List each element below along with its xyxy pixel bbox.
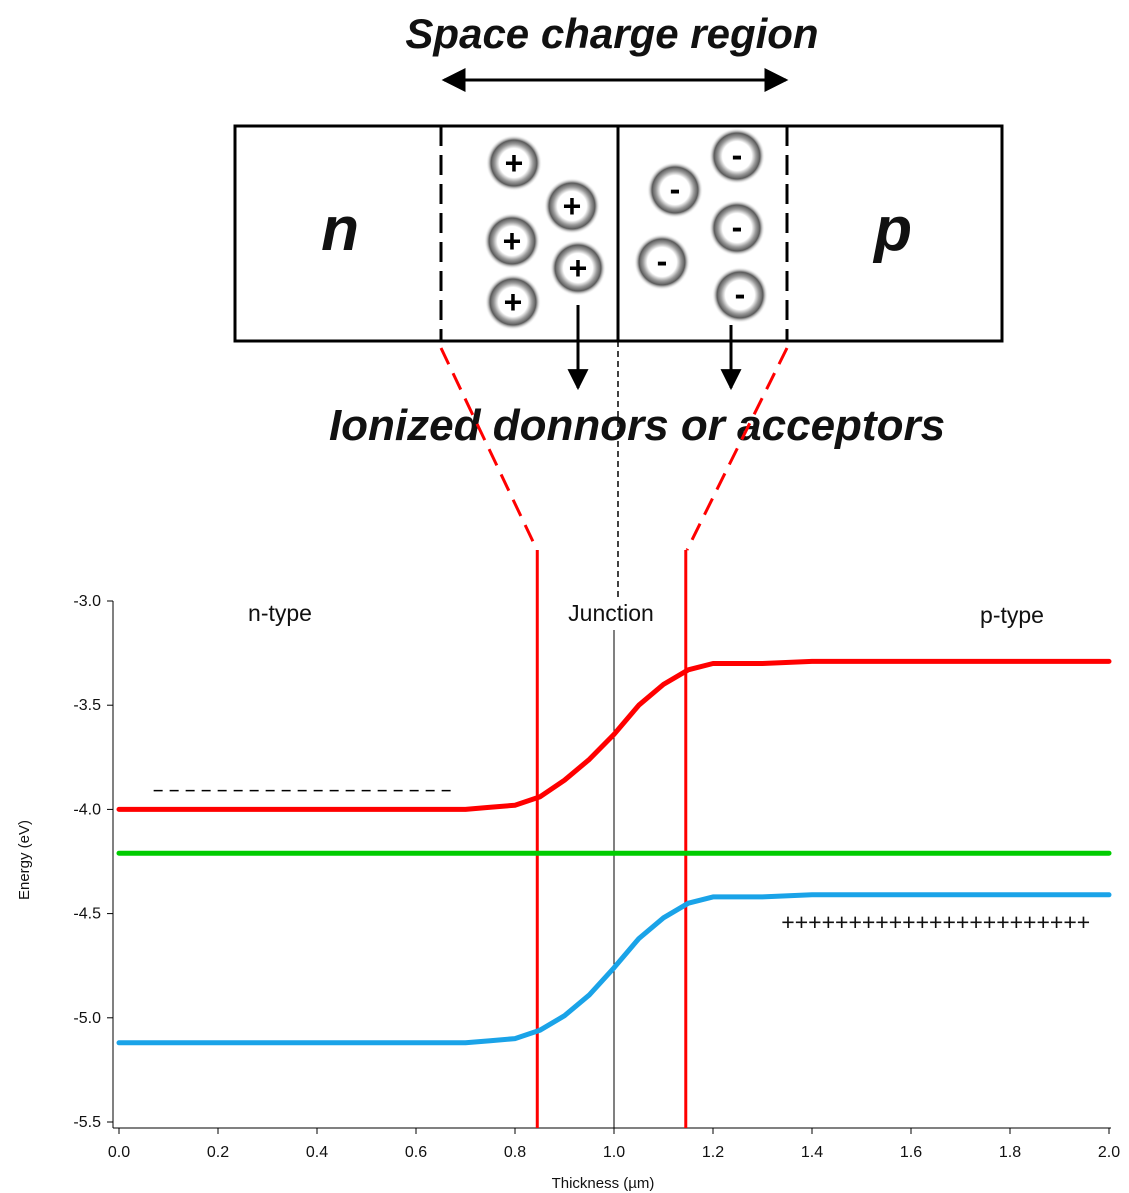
svg-text:+: + [563, 188, 582, 224]
acceptor-ion: - [709, 128, 765, 184]
x-tick-label: 2.0 [1098, 1144, 1120, 1161]
y-tick-label: -4.0 [73, 801, 101, 818]
y-tick-label: -3.5 [73, 697, 101, 714]
projection-right [685, 347, 789, 551]
donor-ion: + [485, 274, 541, 330]
svg-text:-: - [732, 209, 743, 245]
acceptor-ion: - [709, 200, 765, 256]
x-tick-label: 0.8 [504, 1144, 526, 1161]
plot-series [116, 658, 1112, 1046]
svg-text:-: - [735, 276, 746, 312]
positive-charge-row: +++++++++++++++++++++++ [781, 909, 1090, 935]
acceptor-ion: - [647, 162, 703, 218]
x-tick-label: 1.4 [801, 1144, 823, 1161]
y-tick-label: -4.5 [73, 906, 101, 923]
junction-label: Junction [568, 600, 654, 626]
band-diagram-plot: 0.0 0.2 0.4 0.6 0.8 1.0 1.2 1.4 1.6 1.8 2.0 -3.0 -3.… [16, 550, 1120, 1192]
y-tick-label: -3.0 [73, 593, 101, 610]
x-tick-label: 0.0 [108, 1144, 130, 1161]
acceptor-ion: - [634, 234, 690, 290]
x-tick-label: 0.2 [207, 1144, 229, 1161]
x-tick-label: 0.6 [405, 1144, 427, 1161]
svg-text:-: - [670, 171, 681, 207]
ions-caption: Ionized donnors or acceptors [329, 401, 945, 450]
p-region-label: p [872, 195, 912, 264]
n-type-label: n-type [248, 600, 312, 626]
donor-ion: + [484, 213, 540, 269]
svg-text:-: - [732, 137, 743, 173]
svg-text:+: + [505, 145, 524, 181]
p-type-label: p-type [980, 602, 1044, 628]
svg-text:+: + [503, 223, 522, 259]
schematic: Space charge region n p + + + + + [233, 10, 1004, 600]
acceptor-ion: - [712, 267, 768, 323]
donor-ion: + [544, 178, 600, 234]
valence-band-line [116, 892, 1112, 1046]
donor-ion: + [550, 240, 606, 296]
x-tick-label: 1.8 [999, 1144, 1021, 1161]
n-region-label: n [321, 195, 359, 264]
svg-text:+: + [504, 284, 523, 320]
x-axis-title: Thickness (µm) [552, 1175, 655, 1192]
svg-text:-: - [657, 243, 668, 279]
y-tick-label: -5.0 [73, 1010, 101, 1027]
plot-axes: 0.0 0.2 0.4 0.6 0.8 1.0 1.2 1.4 1.6 1.8 2.0 -3.0 -3.… [73, 593, 1120, 1161]
x-tick-label: 1.0 [603, 1144, 625, 1161]
y-tick-label: -5.5 [73, 1114, 101, 1131]
y-axis-title: Energy (eV) [16, 820, 33, 900]
x-tick-label: 1.2 [702, 1144, 724, 1161]
x-tick-label: 0.4 [306, 1144, 328, 1161]
svg-text:+: + [569, 250, 588, 286]
x-tick-label: 1.6 [900, 1144, 922, 1161]
space-charge-title: Space charge region [405, 10, 818, 57]
conduction-band-line [116, 658, 1112, 812]
projection-left [439, 347, 539, 551]
donor-ion: + [486, 135, 542, 191]
